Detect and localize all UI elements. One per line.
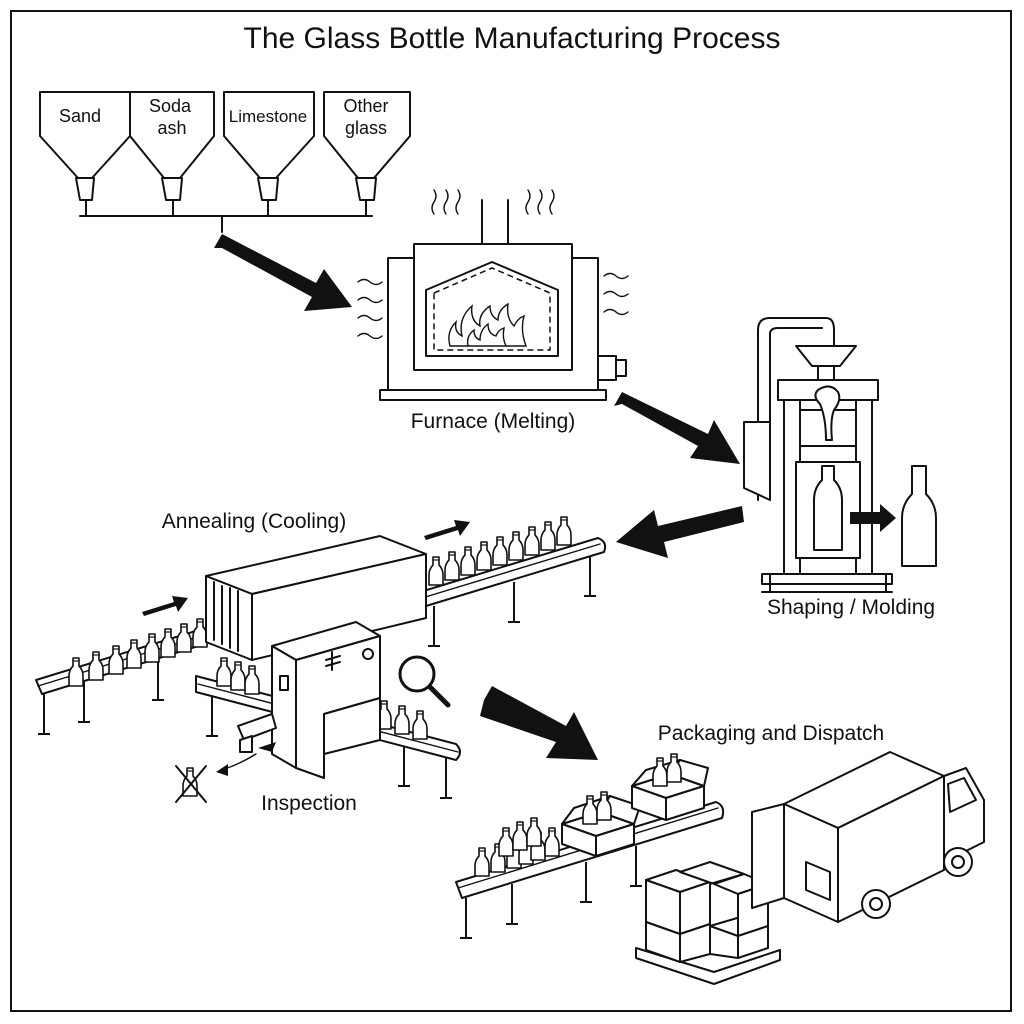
annealing-line: Annealing (Cooling) [35,510,607,735]
hopper-label: Sand [59,106,101,126]
flow-arrow-to-annealing [616,506,744,558]
flow-arrow-to-furnace [214,234,352,311]
furnace-label: Furnace (Melting) [411,410,576,433]
hopper-label: Soda [149,96,192,116]
flow-arrow-to-shaping [614,392,740,464]
shaping-machine: Shaping / Molding [743,317,937,619]
rejected-bottle-icon [175,765,207,803]
diagram-frame [10,10,1012,1012]
open-box [561,791,641,857]
hopper-limestone: Limestone [223,91,315,201]
hopper-soda-ash: Soda ash [129,91,215,201]
hopper-label: Limestone [229,107,307,126]
raw-material-hoppers: Sand Soda ash Limestone Other glass [39,91,411,233]
inspection-station: Inspection [175,621,461,815]
furnace: Furnace (Melting) [357,189,629,433]
flow-arrow-to-packaging [480,686,598,760]
packaging-label: Packaging and Dispatch [658,722,884,745]
hopper-other-glass: Other glass [323,91,411,201]
packaging-dispatch: Packaging and Dispatch [455,722,985,985]
hopper-label: ash [157,118,186,138]
magnifier-icon [398,655,451,708]
open-box [631,753,709,821]
diagram-title: The Glass Bottle Manufacturing Process [244,22,781,55]
delivery-truck [751,751,985,923]
pallet-boxes [635,861,781,985]
annealing-label: Annealing (Cooling) [162,510,346,533]
hopper-label: Other [343,96,388,116]
inspection-label: Inspection [261,792,357,815]
collector-pipe [79,199,373,233]
hopper-sand: Sand [39,91,131,201]
shaping-label: Shaping / Molding [767,596,935,619]
hopper-label: glass [345,118,387,138]
